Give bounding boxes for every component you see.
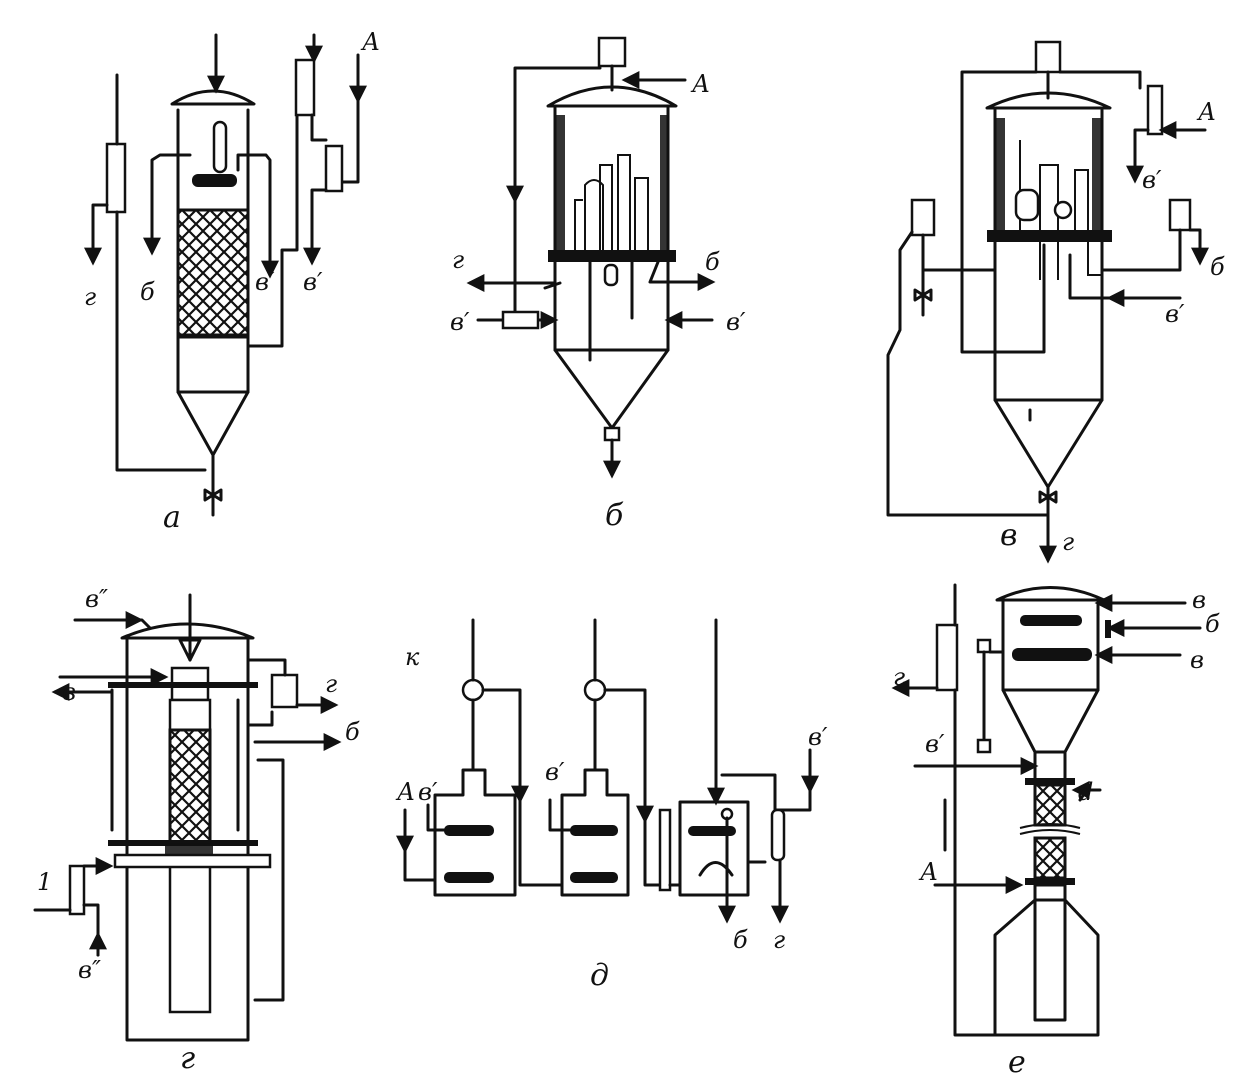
- caption-c: в: [1000, 518, 1017, 553]
- label-f-v1: в: [1192, 586, 1206, 614]
- label-d-b: б: [345, 718, 360, 746]
- vessel-e2: [560, 768, 630, 897]
- label-e-v1: в′: [418, 778, 438, 806]
- label-f-v2: в: [1190, 646, 1204, 674]
- label-e-g: г: [773, 926, 785, 954]
- label-e-k: к: [405, 643, 420, 671]
- label-a-v2: в′: [303, 268, 323, 296]
- label-b-v2: в′: [726, 308, 746, 336]
- label-b-v1: в′: [450, 308, 470, 336]
- caption-b: б: [605, 498, 624, 533]
- column-c-dome: [985, 91, 1112, 110]
- panel-f: в б в г в′ d А е: [891, 583, 1220, 1080]
- label-b-g: г: [452, 246, 464, 274]
- label-b-b: б: [705, 248, 720, 276]
- label-d-g: г: [325, 670, 337, 698]
- vessel-e1: [433, 768, 517, 897]
- label-c-g: г: [1062, 528, 1074, 556]
- label-b-A: А: [690, 70, 710, 98]
- tube-sheet-b: [548, 250, 676, 262]
- packing-f2: [1033, 836, 1067, 880]
- label-e-v3: в′: [808, 723, 828, 751]
- panel-c: А в′ б в′ г в: [886, 40, 1225, 564]
- label-f-d: d: [1078, 778, 1093, 806]
- packing-a: [176, 208, 250, 337]
- panel-a: г б в′ в′ А а: [84, 28, 380, 535]
- label-a-A: А: [360, 28, 380, 56]
- label-e-A: А: [395, 778, 415, 806]
- label-e-v2: в′: [545, 758, 565, 786]
- label-c-A: А: [1196, 98, 1216, 126]
- panel-d: в″ в г б 1 в″ г: [33, 585, 360, 1076]
- label-e-b: б: [733, 926, 748, 954]
- label-f-A: А: [918, 858, 938, 886]
- panel-b: А г б в′ в′ б: [450, 36, 746, 533]
- caption-d: г: [180, 1041, 195, 1076]
- label-f-b: б: [1205, 610, 1220, 638]
- caption-f: е: [1008, 1045, 1026, 1080]
- panel-e: к А в′ в′ в′ б г д: [395, 618, 828, 993]
- column-d-dome: [120, 622, 255, 640]
- label-a-v1: в′: [255, 268, 275, 296]
- label-c-v2: в′: [1165, 300, 1185, 328]
- column-a-dome: [170, 89, 256, 106]
- packing-f1: [1033, 783, 1067, 827]
- caption-a: а: [163, 500, 181, 535]
- label-a-b: б: [140, 278, 155, 306]
- vessel-e3: [678, 800, 750, 897]
- caption-e: д: [590, 958, 609, 993]
- label-a-g: г: [84, 283, 96, 311]
- label-d-one: 1: [37, 868, 52, 896]
- label-d-v3: в″: [78, 956, 101, 984]
- label-f-g: г: [893, 663, 905, 691]
- column-b-dome: [546, 85, 678, 108]
- distributor-a: [192, 174, 237, 187]
- packing-d: [168, 728, 212, 844]
- label-d-v2: в″: [85, 585, 108, 613]
- column-f-bottom: [993, 898, 1100, 1037]
- label-c-v1: в′: [1142, 166, 1162, 194]
- label-f-v3: в′: [925, 730, 945, 758]
- tube-sheet-c: [987, 230, 1112, 242]
- label-d-v: в: [62, 678, 76, 706]
- label-c-b: б: [1210, 253, 1225, 281]
